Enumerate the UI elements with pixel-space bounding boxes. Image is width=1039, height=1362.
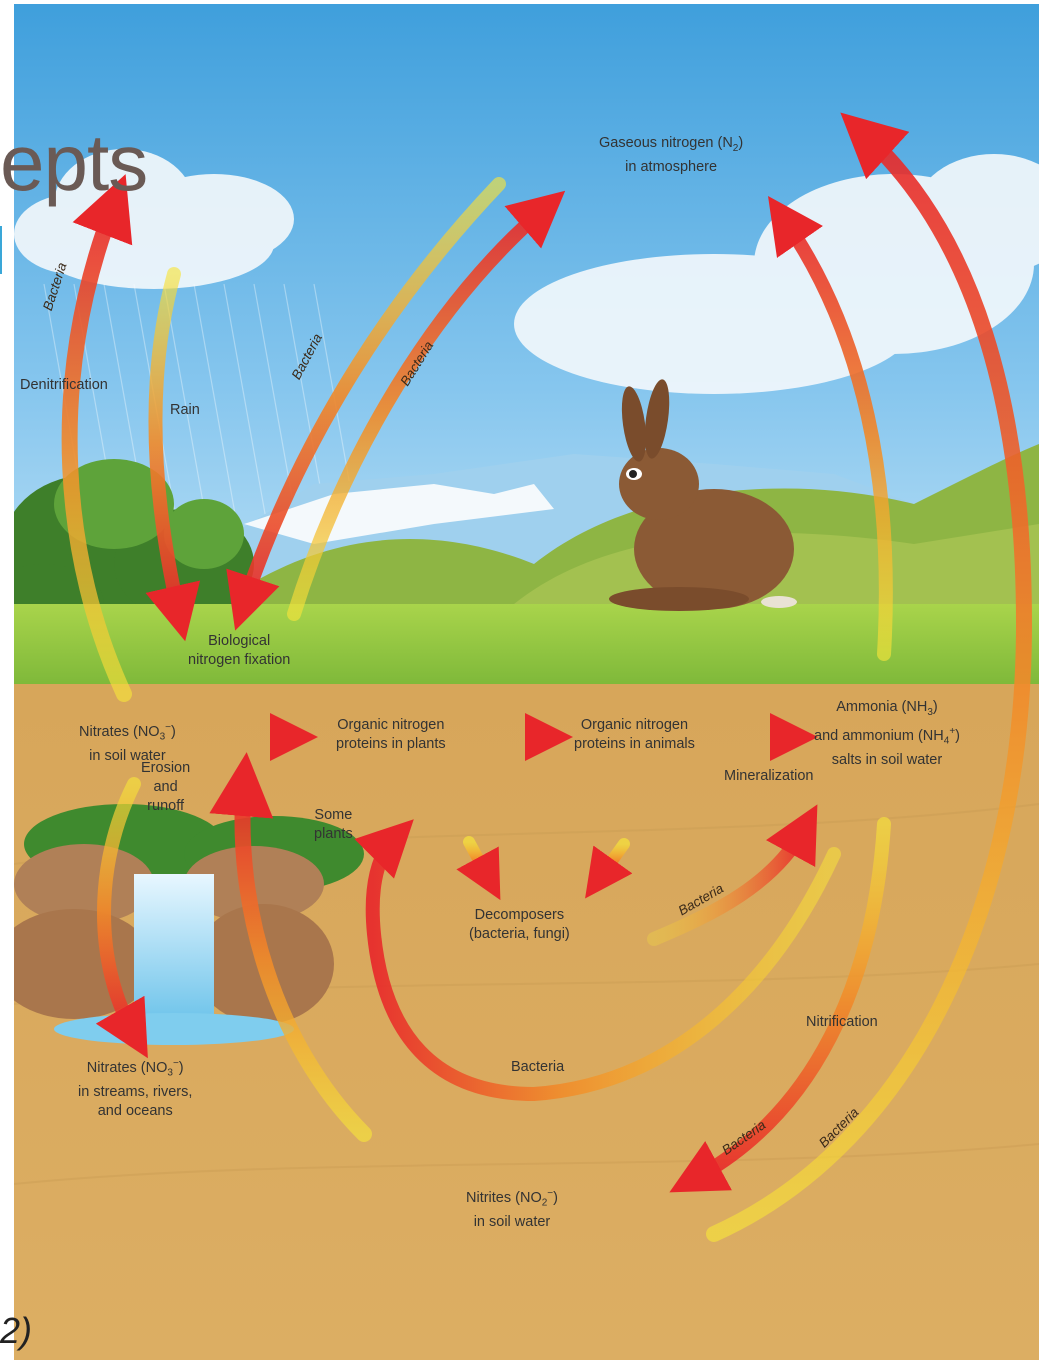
- rain-label: Rain: [170, 401, 200, 420]
- organic-plants-label: Organic nitrogenproteins in plants: [336, 716, 446, 754]
- bacteria-loop-label: Bacteria: [511, 1058, 564, 1077]
- slide-accent-bar: [0, 226, 2, 274]
- some-plants-label: Someplants: [314, 806, 353, 844]
- slide-title-fragment: epts: [0, 118, 147, 208]
- decomposers-label: Decomposers(bacteria, fungi): [469, 906, 570, 944]
- slide-footer-fragment: 2): [0, 1310, 32, 1352]
- organic-animals-label: Organic nitrogenproteins in animals: [574, 716, 695, 754]
- erosion-label: Erosionandrunoff: [141, 759, 190, 816]
- gaseous-nitrogen-label: Gaseous nitrogen (N2)in atmosphere: [599, 134, 743, 177]
- nitrogen-cycle-diagram: Gaseous nitrogen (N2)in atmosphere Denit…: [14, 4, 1039, 1360]
- nitrification-label: Nitrification: [806, 1013, 878, 1032]
- denitrification-label: Denitrification: [20, 376, 108, 395]
- ammonia-label: Ammonia (NH3)and ammonium (NH4+)salts in…: [814, 698, 960, 770]
- nitrates-streams-label: Nitrates (NO3−)in streams, rivers,and oc…: [78, 1054, 192, 1121]
- biological-fixation-label: Biologicalnitrogen fixation: [188, 632, 290, 670]
- diagram-artwork: [14, 4, 1039, 1360]
- mineralization-label: Mineralization: [724, 767, 813, 786]
- nitrites-soil-label: Nitrites (NO2−)in soil water: [466, 1184, 558, 1232]
